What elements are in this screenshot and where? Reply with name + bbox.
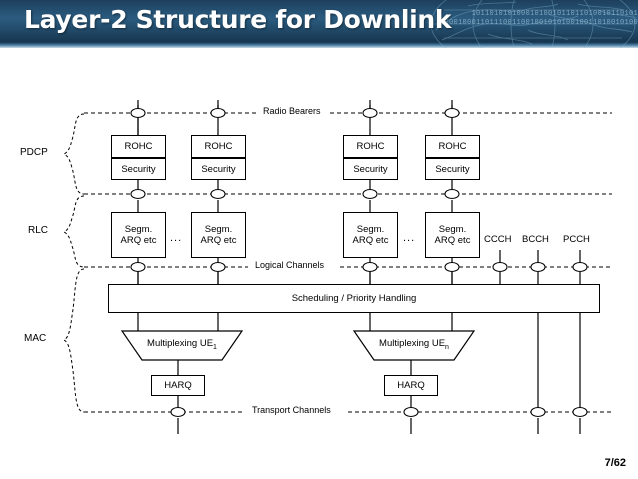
multiplexing-uen-subscript: n: [445, 343, 449, 351]
slide-header-bar: 1011010101000101001011011010010110101 10…: [0, 0, 638, 48]
harq-block-n-label: HARQ: [397, 380, 425, 391]
security-block-4-label: Security: [435, 163, 470, 175]
multiplexing-ue1-text: Multiplexing UE: [147, 338, 214, 349]
interface-label-transport-channels: Transport Channels: [247, 405, 336, 415]
rlc-segm-arq-block-4[interactable]: Segm. ARQ etc: [425, 212, 480, 258]
binary-line-top: 1011010101000101001011011010010110101: [471, 10, 638, 18]
rohc-block-1-label: ROHC: [124, 141, 153, 152]
rlc-segm-arq-block-3-line2: ARQ etc: [352, 235, 389, 246]
security-block-4[interactable]: Security: [425, 158, 480, 180]
layer2-downlink-diagram: ROHC Security ROHC Security ROHC Securit…: [0, 48, 638, 448]
binary-line-bottom: 1000100011011100110010010101001001101001…: [439, 19, 638, 27]
control-channel-label-ccch: CCCH: [484, 234, 512, 245]
control-channel-label-bcch: BCCH: [522, 234, 549, 245]
rlc-segm-arq-block-1-line1: Segm.: [124, 224, 153, 235]
page-number: 7/62: [604, 457, 626, 469]
scheduling-priority-handling-label: Scheduling / Priority Handling: [291, 293, 417, 304]
security-block-1[interactable]: Security: [111, 158, 166, 180]
harq-block-1-label: HARQ: [164, 380, 192, 391]
security-block-3-label: Security: [353, 163, 388, 175]
multiplexing-ue1-label: Multiplexing UE1: [122, 338, 242, 351]
rlc-segm-arq-block-3-line1: Segm.: [356, 224, 385, 235]
rlc-segm-arq-block-3[interactable]: Segm. ARQ etc: [343, 212, 398, 258]
interface-label-logical-channels: Logical Channels: [250, 260, 330, 270]
multiplexing-uen-text: Multiplexing UE: [379, 338, 446, 349]
layer-label-mac: MAC: [24, 333, 47, 344]
rlc-segm-arq-block-4-line1: Segm.: [438, 224, 467, 235]
layer-label-rlc: RLC: [28, 225, 49, 236]
rohc-block-4-label: ROHC: [438, 141, 467, 152]
interface-label-radio-bearers: Radio Bearers: [258, 106, 326, 116]
rlc-segm-arq-block-2-line2: ARQ etc: [200, 235, 237, 246]
security-block-2-label: Security: [201, 163, 236, 175]
harq-block-n[interactable]: HARQ: [384, 375, 438, 396]
scheduling-priority-handling-block[interactable]: Scheduling / Priority Handling: [108, 284, 600, 313]
multiplexing-uen-label: Multiplexing UEn: [354, 338, 474, 351]
rohc-block-3[interactable]: ROHC: [343, 135, 398, 158]
page-title: Layer-2 Structure for Downlink: [24, 5, 452, 34]
rlc-segm-arq-block-1[interactable]: Segm. ARQ etc: [111, 212, 166, 258]
rohc-block-4[interactable]: ROHC: [425, 135, 480, 158]
binary-code-decoration: 1011010101000101001011011010010110101 10…: [428, 10, 638, 30]
world-map-globe-icon: [430, 0, 637, 48]
rohc-block-2[interactable]: ROHC: [191, 135, 246, 158]
layer-label-pdcp: PDCP: [20, 147, 48, 158]
rohc-block-1[interactable]: ROHC: [111, 135, 166, 158]
rlc-ellipsis-left: ...: [170, 232, 183, 244]
rlc-segm-arq-block-1-line2: ARQ etc: [120, 235, 157, 246]
rlc-segm-arq-block-2-line1: Segm.: [204, 224, 233, 235]
harq-block-1[interactable]: HARQ: [151, 375, 205, 396]
rlc-segm-arq-block-4-line2: ARQ etc: [434, 235, 471, 246]
rohc-block-2-label: ROHC: [204, 141, 233, 152]
security-block-2[interactable]: Security: [191, 158, 246, 180]
diagram-vector-layer: [62, 100, 612, 434]
control-channel-label-pcch: PCCH: [563, 234, 590, 245]
rlc-segm-arq-block-2[interactable]: Segm. ARQ etc: [191, 212, 246, 258]
security-block-1-label: Security: [121, 163, 156, 175]
multiplexing-ue1-subscript: 1: [213, 343, 217, 351]
security-block-3[interactable]: Security: [343, 158, 398, 180]
rohc-block-3-label: ROHC: [356, 141, 385, 152]
rlc-ellipsis-right: ...: [403, 232, 416, 244]
